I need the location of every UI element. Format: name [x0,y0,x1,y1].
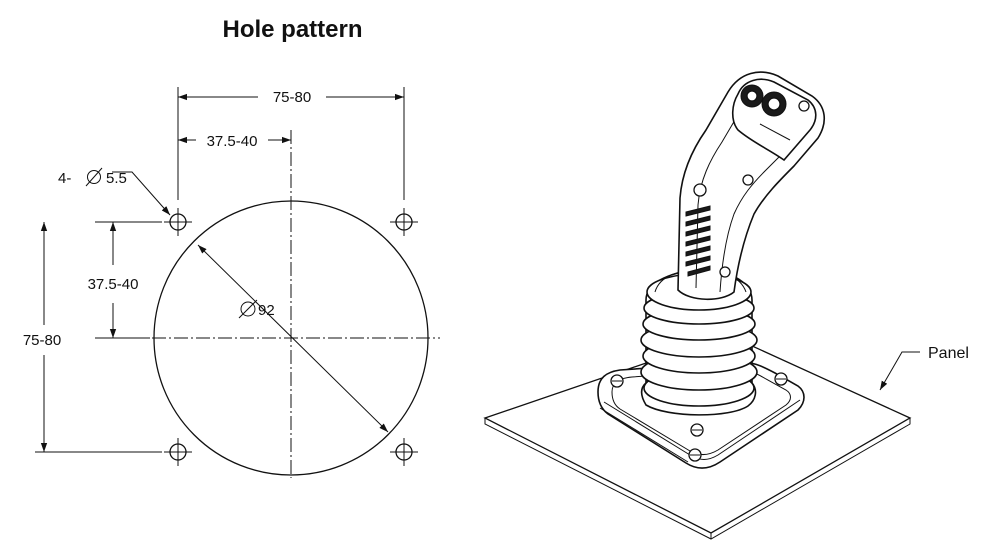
panel-label: Panel [928,345,969,362]
joystick-handle [677,71,825,301]
centerlines [130,130,440,478]
mounting-hole-top-right [390,208,418,236]
dimension-top-half: 37.5-40 [178,133,291,150]
dimension-top-full-label: 75-80 [273,89,311,106]
base-screws [610,372,788,462]
bellows-boot [640,269,758,416]
dimension-top-half-label: 37.5-40 [207,133,258,150]
diameter-symbol [238,299,258,319]
dimension-circle: 92 [197,244,389,433]
hole-count-label: 4- [58,170,71,187]
panel-callout: Panel [879,345,969,391]
hole-callout: 4- 5.5 [58,167,171,216]
thumb-button-icon [761,91,787,117]
screw-icon [774,372,788,386]
mounting-hole-bottom-left [164,438,192,466]
screw-icon [688,448,702,462]
screw-icon [690,423,704,437]
dimension-left-full: 75-80 [23,222,162,453]
center-cutout-circle [153,200,429,476]
mounting-holes [164,208,418,466]
diameter-symbol [85,167,103,187]
dimension-left-half-label: 37.5-40 [88,276,139,293]
dimension-circle-label: 92 [258,302,275,319]
grip-ridges [685,205,711,277]
thumb-button-icon [740,84,764,108]
joystick-illustration: Panel [483,71,969,540]
mounting-hole-top-left [164,208,192,236]
screw-icon [610,374,624,388]
diagram-title: Hole pattern [222,16,363,43]
dimension-left-full-label: 75-80 [23,332,61,349]
mounting-hole-bottom-right [390,438,418,466]
dimension-top-full: 75-80 [177,87,405,200]
hole-size-label: 5.5 [106,170,127,187]
dimension-left-half: 37.5-40 [88,221,162,339]
